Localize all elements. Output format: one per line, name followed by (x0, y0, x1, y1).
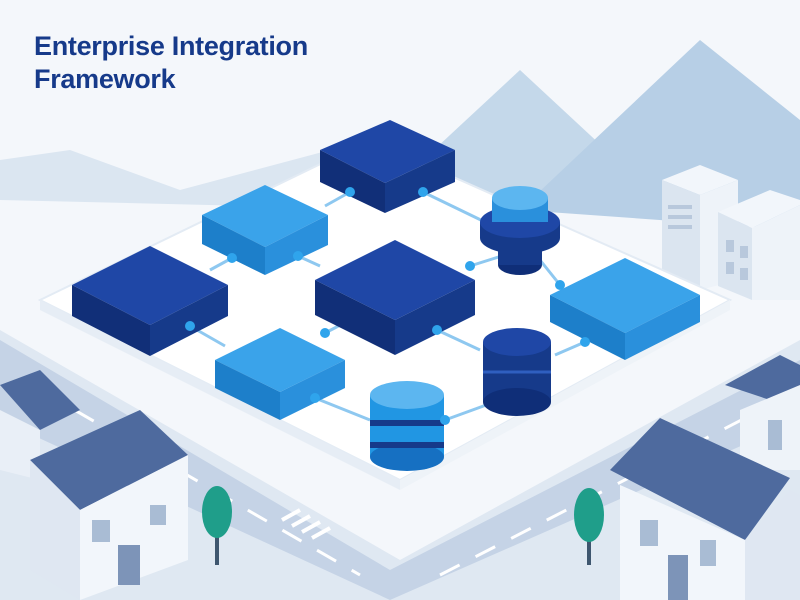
house-right (610, 355, 800, 600)
tree-icon (202, 486, 232, 565)
block-top-navy (320, 120, 455, 213)
database-icon (483, 328, 551, 416)
tree-icon (574, 488, 604, 565)
crosswalk (281, 508, 331, 540)
database-icon (370, 381, 444, 471)
database-icon (480, 186, 560, 275)
block-bottom-blue (215, 328, 345, 420)
page-title: Enterprise Integration Framework (34, 30, 308, 96)
house-left (0, 370, 188, 600)
title-line-1: Enterprise Integration (34, 31, 308, 61)
block-big-left-navy (72, 246, 228, 356)
connector-dots (185, 187, 590, 425)
office-buildings (662, 165, 800, 300)
title-line-2: Framework (34, 64, 176, 94)
block-center-navy (315, 240, 475, 355)
block-left-blue (202, 185, 328, 275)
block-right-blue (550, 258, 700, 360)
